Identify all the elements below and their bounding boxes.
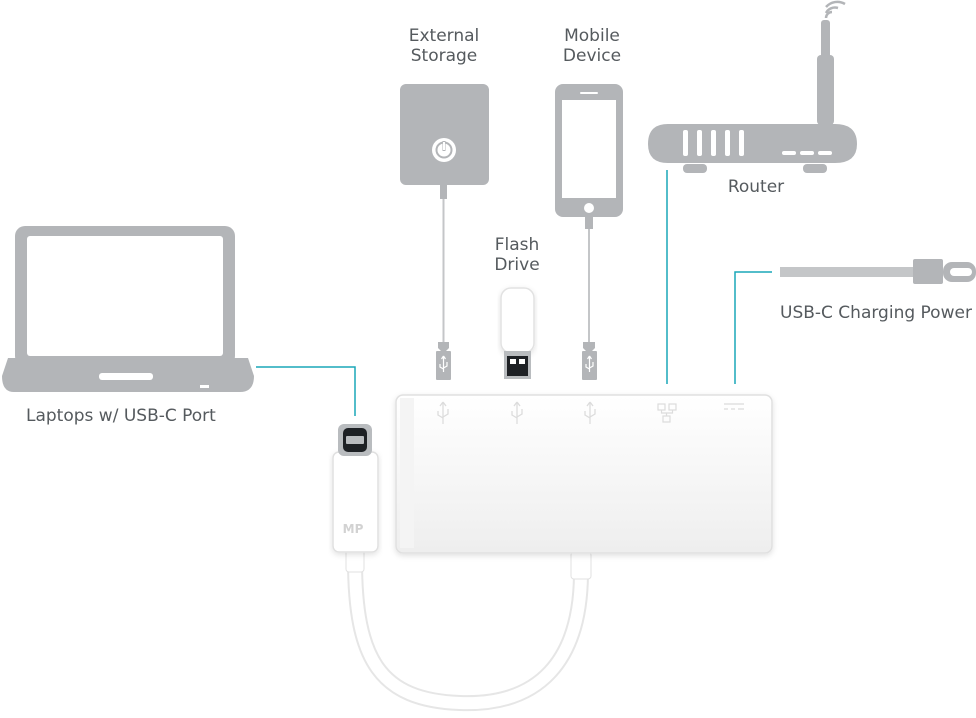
usb-c-plug (332, 424, 379, 553)
router-icon (648, 0, 857, 173)
usb-icon (511, 401, 523, 424)
usb-c-charging-cable-icon (780, 259, 976, 284)
hub-body (395, 394, 773, 554)
flash-drive-label-line-2: Drive (494, 255, 540, 275)
mobile-device-label: Mobile Device (563, 26, 621, 66)
mobile-device-icon (555, 84, 623, 380)
hub-cable (345, 547, 592, 712)
external-storage-label: External Storage (409, 26, 480, 66)
usb-icon (584, 401, 596, 424)
external-storage-label-line-1: External (408, 26, 480, 46)
flash-drive-label: Flash Drive (494, 235, 539, 275)
router-label: Router (727, 177, 785, 197)
ethernet-icon (657, 403, 677, 423)
external-storage-icon (400, 84, 489, 380)
charging-power-label: USB-C Charging Power (780, 303, 972, 323)
mobile-device-label-line-2: Device (562, 46, 622, 66)
usb-c-power-icon (724, 403, 744, 410)
usb-icon (437, 401, 449, 424)
external-storage-label-line-2: Storage (410, 46, 478, 66)
laptop-icon (2, 226, 254, 392)
laptops-label: Laptops w/ USB-C Port (26, 406, 216, 426)
hub-logo: MP (343, 522, 364, 536)
charging-connector-line (734, 271, 772, 384)
laptop-connector-line (256, 366, 356, 416)
flash-drive-icon (500, 287, 535, 379)
flash-drive-label-line-1: Flash (494, 235, 540, 255)
mobile-device-label-line-1: Mobile (564, 26, 620, 46)
